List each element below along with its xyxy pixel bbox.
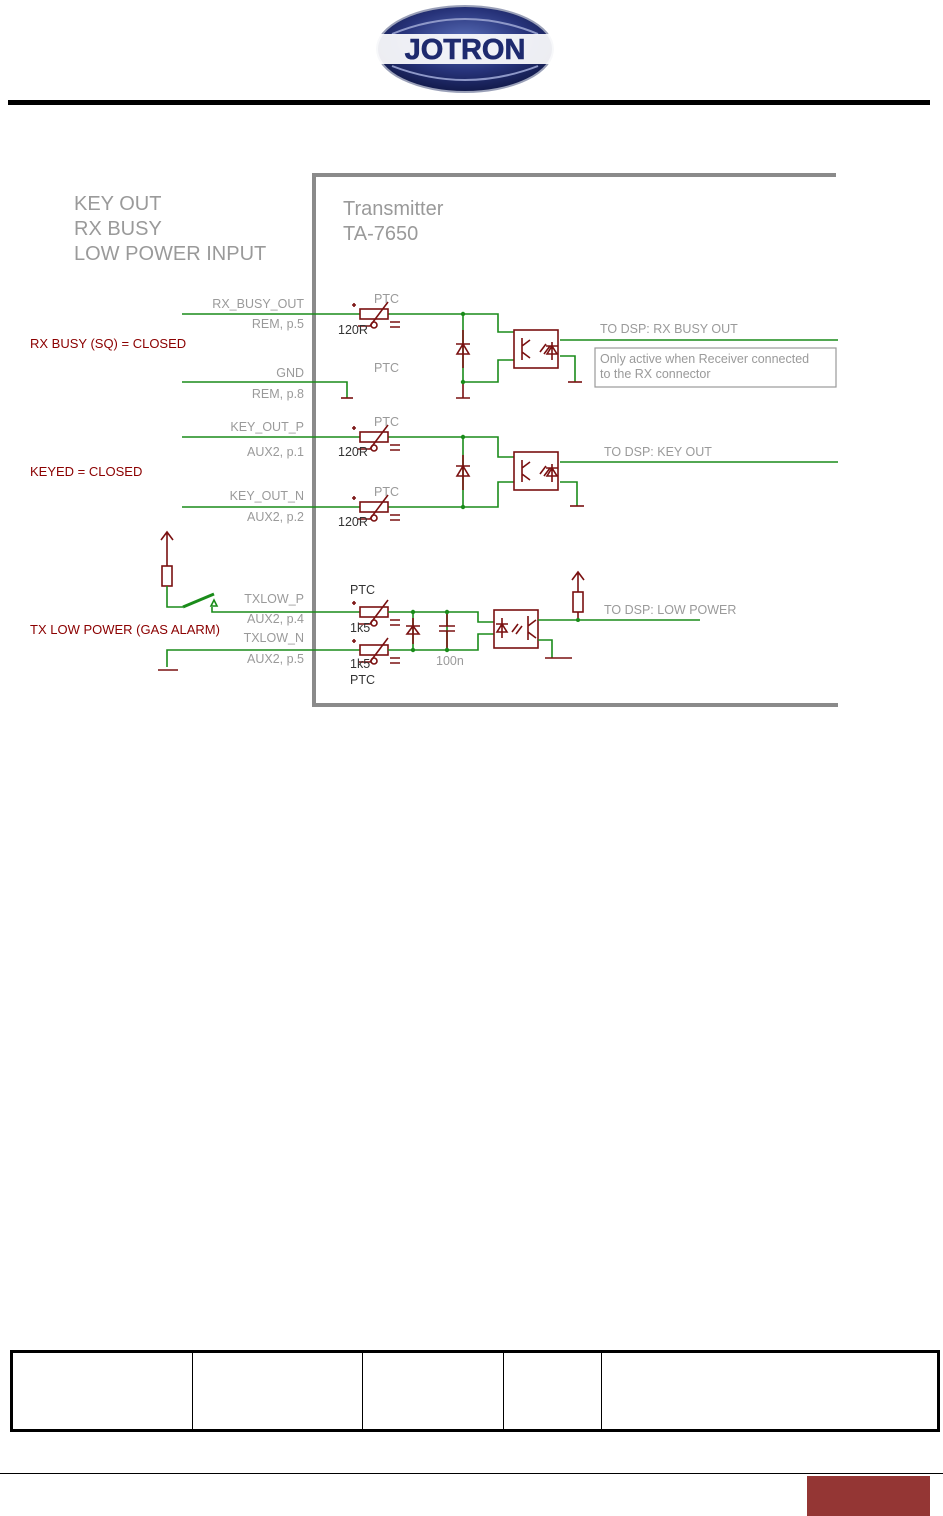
transmitter-frame	[312, 173, 838, 707]
note-rx-busy: RX BUSY (SQ) = CLOSED	[30, 336, 186, 351]
rx-busy-circuit	[182, 301, 838, 399]
label-rx-busy-out: RX_BUSY_OUT	[212, 297, 304, 311]
note-keyed: KEYED = CLOSED	[30, 464, 142, 479]
box-title-2: TA-7650	[343, 223, 418, 245]
label-key-out-n: KEY_OUT_N	[230, 489, 304, 503]
ptc-label-5: PTC	[350, 583, 375, 597]
label-aux2-p4: AUX2, p.4	[247, 612, 304, 626]
revision-table	[10, 1350, 940, 1432]
label-txlow-n: TXLOW_N	[244, 631, 304, 645]
key-out-circuit	[182, 424, 838, 522]
junction-dots	[410, 311, 466, 653]
tx-low-circuit	[158, 530, 700, 671]
res-label-4: 1k5	[350, 621, 370, 635]
ptc-label-3: PTC	[374, 415, 399, 429]
output-rx-busy: TO DSP: RX BUSY OUT	[600, 322, 738, 336]
label-rem-p5: REM, p.5	[252, 317, 304, 331]
label-aux2-p2: AUX2, p.2	[247, 510, 304, 524]
label-aux2-p1: AUX2, p.1	[247, 445, 304, 459]
box-title-1: Transmitter	[343, 198, 444, 220]
label-key-out-p: KEY_OUT_P	[230, 420, 304, 434]
table-cell	[504, 1353, 602, 1429]
header-rule	[8, 100, 930, 105]
note-box	[594, 347, 837, 388]
label-aux2-p5: AUX2, p.5	[247, 652, 304, 666]
table-cell	[193, 1353, 363, 1429]
table-cell	[363, 1353, 504, 1429]
res-label-3: 120R	[338, 515, 368, 529]
res-label-1: 120R	[338, 323, 368, 337]
left-title-1: KEY OUT	[74, 193, 161, 215]
output-low-power: TO DSP: LOW POWER	[604, 603, 736, 617]
note-box-line-1: Only active when Receiver connected	[600, 352, 809, 366]
left-title-3: LOW POWER INPUT	[74, 243, 266, 265]
ptc-label-6: PTC	[350, 673, 375, 687]
left-title-2: RX BUSY	[74, 218, 162, 240]
ptc-label-1: PTC	[374, 292, 399, 306]
note-box-line-2: to the RX connector	[600, 367, 710, 381]
note-tx-low: TX LOW POWER (GAS ALARM)	[30, 622, 220, 637]
footer-rule	[0, 1473, 943, 1474]
res-label-5: 1k5	[350, 657, 370, 671]
label-gnd: GND	[276, 366, 304, 380]
logo-text: JOTRON	[405, 34, 526, 66]
page-number-box	[807, 1476, 930, 1516]
ptc-label-4: PTC	[374, 485, 399, 499]
label-txlow-p: TXLOW_P	[244, 592, 304, 606]
jotron-logo: JOTRON	[374, 5, 556, 93]
ptc-label-2: PTC	[374, 361, 399, 375]
table-cell	[602, 1353, 937, 1429]
cap-label: 100n	[436, 654, 464, 668]
interface-schematic: KEY OUT RX BUSY LOW POWER INPUT Transmit…	[30, 173, 838, 707]
label-rem-p8: REM, p.8	[252, 387, 304, 401]
table-cell	[13, 1353, 193, 1429]
output-key-out: TO DSP: KEY OUT	[604, 445, 712, 459]
res-label-2: 120R	[338, 445, 368, 459]
